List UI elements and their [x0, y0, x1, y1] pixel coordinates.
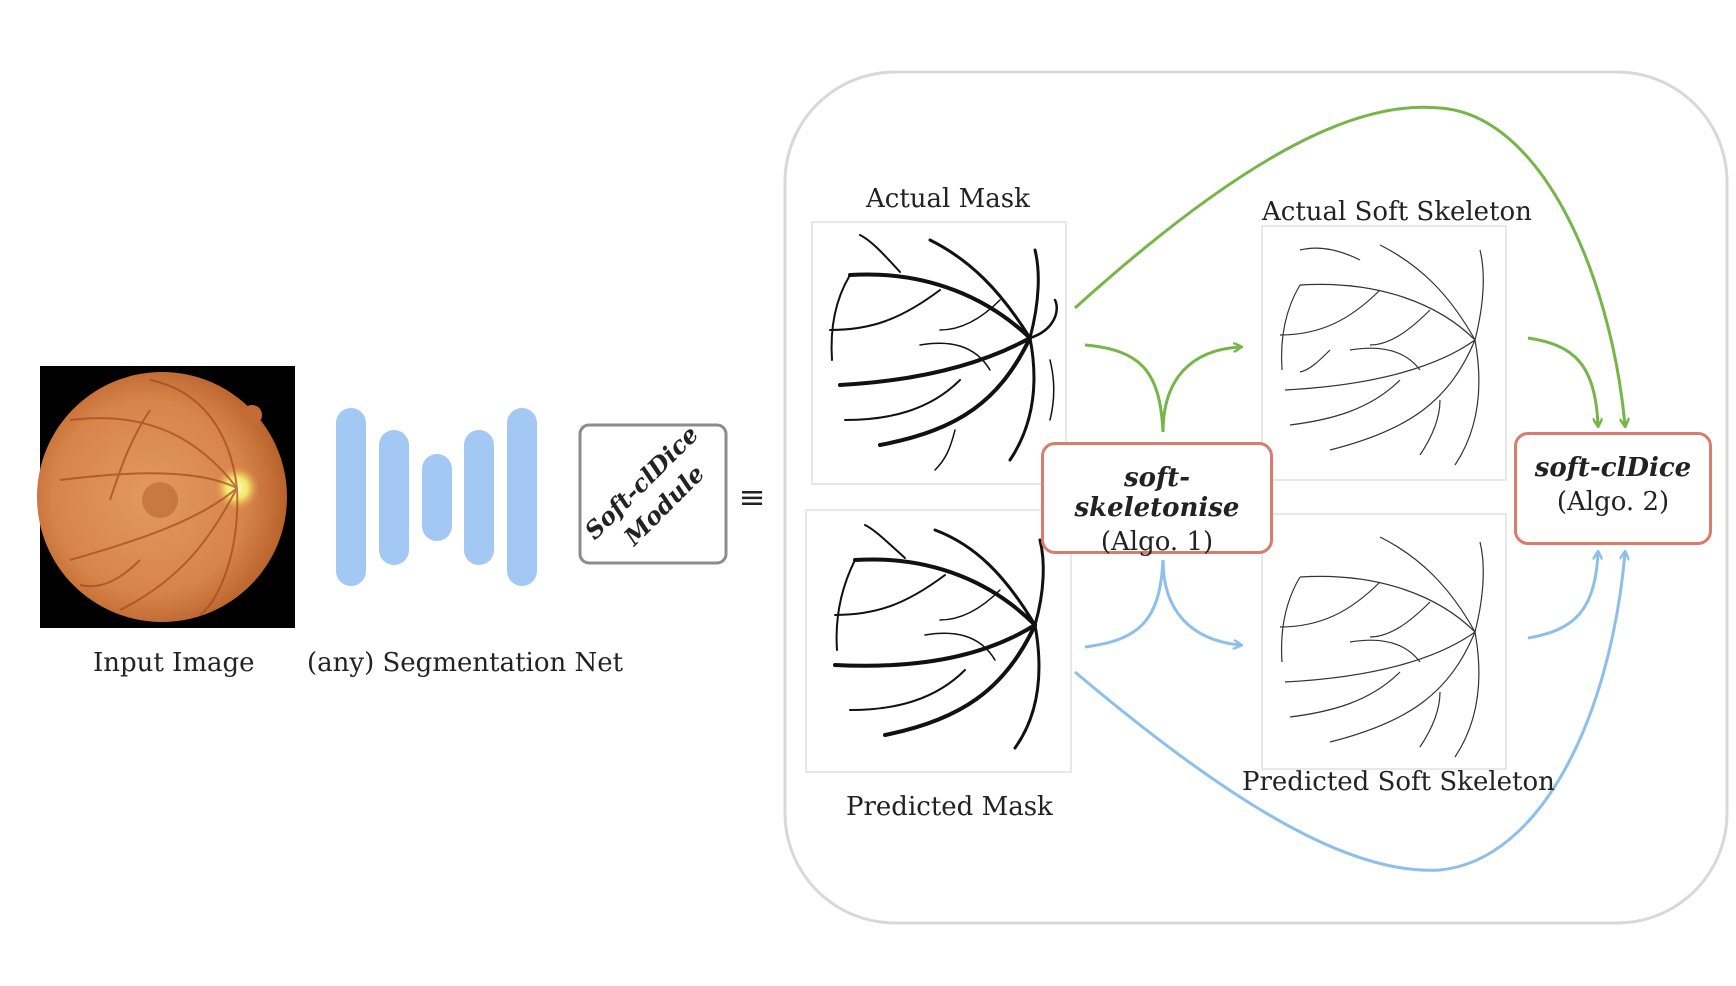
- actual-soft-skeleton-image: [1261, 225, 1507, 481]
- soft-cldice-module-box: [578, 423, 728, 565]
- actual-mask-label: Actual Mask: [866, 184, 1030, 214]
- segmentation-net-icon: [336, 408, 537, 586]
- actual-mask-to-cldice-arrow: [1073, 105, 1625, 425]
- actual-mask-to-skeletonise-arrow: [1084, 343, 1165, 433]
- predicted-soft-skeleton-image: [1261, 513, 1507, 770]
- input-image-label: Input Image: [93, 648, 255, 678]
- skeletonise-to-actual-skeleton-arrow: [1161, 347, 1240, 433]
- predicted-soft-skeleton-label: Predicted Soft Skeleton: [1242, 767, 1555, 797]
- actual-skeleton-to-cldice-arrow: [1527, 336, 1598, 425]
- soft-cldice-subtitle: (Algo. 2): [1556, 487, 1670, 517]
- soft-cldice-title: soft-clDice: [1534, 453, 1692, 483]
- predicted-arrows: [1074, 553, 1625, 872]
- input-image: [37, 366, 295, 628]
- soft-skeletonise-title: soft-skeletonise: [1074, 463, 1240, 523]
- actual-mask-image: [811, 221, 1067, 485]
- predicted-mask-label: Predicted Mask: [846, 792, 1053, 822]
- predicted-mask-to-skeletonise-arrow: [1084, 559, 1165, 649]
- soft-skeletonise-subtitle: (Algo. 1): [1100, 527, 1214, 557]
- skeletonise-to-predicted-skeleton-arrow: [1161, 559, 1240, 645]
- soft-cldice-box: soft-clDice (Algo. 2): [1514, 432, 1712, 545]
- predicted-mask-to-cldice-arrow: [1074, 553, 1625, 872]
- actual-arrows: [1073, 105, 1625, 433]
- segmentation-net-label: (any) Segmentation Net: [307, 648, 624, 678]
- predicted-mask-image: [805, 509, 1072, 773]
- soft-skeletonise-box: soft-skeletonise (Algo. 1): [1041, 442, 1273, 557]
- predicted-skeleton-to-cldice-arrow: [1527, 553, 1598, 640]
- actual-soft-skeleton-label: Actual Soft Skeleton: [1262, 197, 1532, 227]
- equivalence-symbol: ≡: [739, 478, 766, 516]
